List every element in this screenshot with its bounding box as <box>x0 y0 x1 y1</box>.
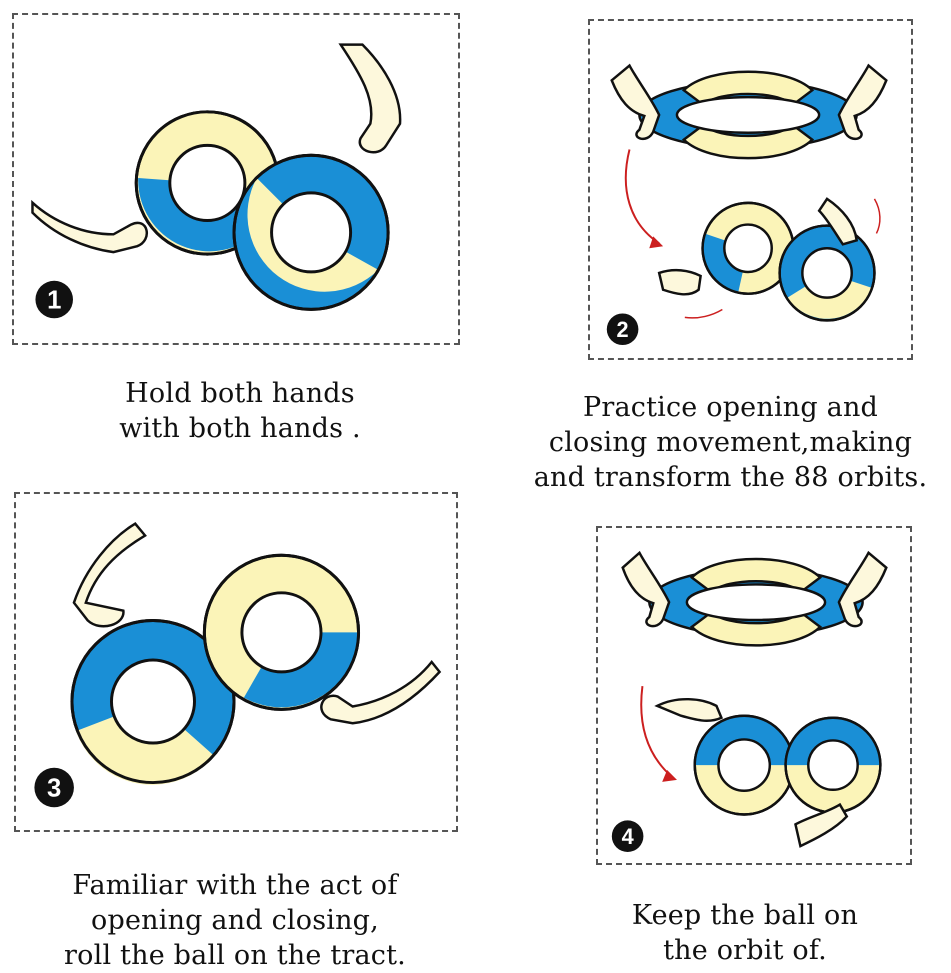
right-hand <box>837 63 888 141</box>
step-number-badge <box>611 820 644 852</box>
step-number: 1 <box>47 286 61 314</box>
caption-line: Keep the ball on <box>631 900 859 931</box>
caption-line: with both hands . <box>119 413 361 444</box>
right-hand <box>338 43 402 154</box>
caption-line: and transform the 88 orbits. <box>533 462 928 493</box>
step-1-illustration: 1 <box>31 43 402 319</box>
step-number: 2 <box>617 317 629 342</box>
caption-line: Hold both hands <box>125 378 355 409</box>
step-number-badge <box>35 280 73 319</box>
left-hand <box>610 63 661 141</box>
caption-line: Familiar with the act of <box>72 870 398 901</box>
step-4-caption: Keep the ball on the orbit of. <box>560 898 930 968</box>
step-4-illustration: 4 <box>611 550 888 852</box>
lower-left-hand <box>657 268 702 296</box>
step-3-panel: 3 <box>14 492 458 832</box>
step-4-panel: 4 <box>596 526 912 865</box>
step-number-badge <box>606 313 639 346</box>
step-1-caption: Hold both hands with both hands . <box>60 376 420 446</box>
right-hand <box>837 550 888 628</box>
lower-right-hand <box>794 802 849 848</box>
left-hand <box>621 550 671 628</box>
red-arrow <box>624 149 660 245</box>
step-2-caption: Practice opening and closing movement,ma… <box>510 390 951 495</box>
red-arrow <box>640 685 673 778</box>
caption-line: Practice opening and <box>582 392 879 423</box>
right-hand <box>320 660 442 725</box>
step-3-caption: Familiar with the act of opening and clo… <box>30 868 440 973</box>
caption-line: the orbit of. <box>663 935 827 966</box>
lower-left-hand <box>654 697 724 722</box>
caption-line: closing movement,making <box>548 427 913 458</box>
step-number-badge <box>34 767 74 808</box>
step-number: 3 <box>47 774 61 802</box>
caption-line: opening and closing, <box>91 905 379 936</box>
step-2-panel: 2 <box>588 19 913 360</box>
lower-right-hand <box>817 197 859 246</box>
step-2-illustration: 2 <box>606 63 888 346</box>
step-1-panel: 1 <box>12 13 460 345</box>
step-3-illustration: 3 <box>34 522 442 808</box>
caption-line: roll the ball on the tract. <box>64 940 406 971</box>
step-number: 4 <box>622 824 634 849</box>
left-hand <box>72 522 147 628</box>
left-hand <box>31 199 148 254</box>
